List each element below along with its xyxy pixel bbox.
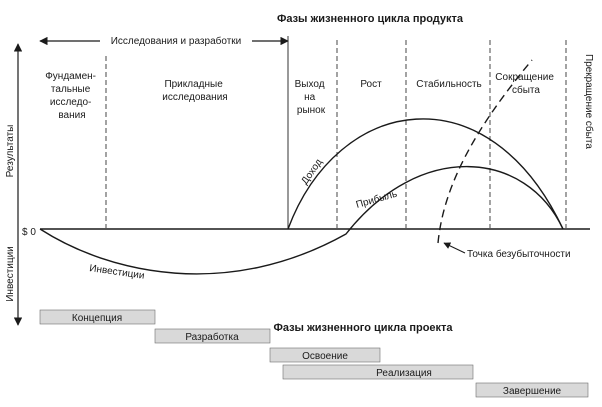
project-phase-concept-bar: [39, 309, 156, 325]
investment-profit-curve: [39, 165, 564, 275]
phase-dividers: [105, 36, 567, 228]
project-phase-concept-label: Концепция: [72, 313, 122, 324]
phase-termination-label: Прекращение сбыта: [583, 54, 595, 149]
breakeven-label: Точка безубыточности: [467, 248, 571, 260]
breakeven-dashed-curve: [437, 59, 533, 244]
project-phase-bars: Концепция Разработка Освоение Реализация…: [39, 309, 589, 398]
phase-fundamental-label: Фундамен- тальные исследо- вания: [45, 71, 99, 121]
project-phase-completion-bar: [475, 382, 589, 398]
product-lifecycle-title: Фазы жизненного цикла продукта: [277, 13, 464, 25]
project-phase-mastering-bar: [269, 347, 381, 363]
research-span-label: Исследования и разработки: [111, 35, 242, 47]
project-phase-implementation-label: Реализация: [376, 368, 432, 379]
project-phase-completion-label: Завершение: [503, 386, 562, 397]
project-phase-mastering-label: Освоение: [302, 351, 348, 362]
income-curve: [287, 118, 564, 230]
phase-stability-label: Стабильность: [416, 78, 481, 90]
phase-decline-label: Сокращение сбыта: [495, 72, 556, 96]
phase-applied-label: Прикладные исследования: [162, 79, 227, 103]
phase-market-entry-label: Выход на рынок: [295, 79, 328, 116]
project-phase-implementation-bar: [282, 364, 474, 380]
zero-dollar-label: $ 0: [22, 227, 36, 238]
profit-label: Прибыль: [355, 188, 399, 211]
project-lifecycle-title: Фазы жизненного цикла проекта: [273, 322, 453, 334]
project-phase-development-label: Разработка: [185, 331, 239, 343]
research-span-label-bg: [100, 33, 252, 47]
project-phase-development-bar: [154, 328, 271, 344]
investments-curve-label: Инвестиции: [89, 263, 146, 282]
y-axis-results-label: Результаты: [5, 125, 16, 178]
breakeven-pointer: [443, 242, 466, 254]
phase-growth-label: Рост: [360, 79, 382, 90]
y-axis-investments-label: Инвестиции: [5, 246, 16, 302]
